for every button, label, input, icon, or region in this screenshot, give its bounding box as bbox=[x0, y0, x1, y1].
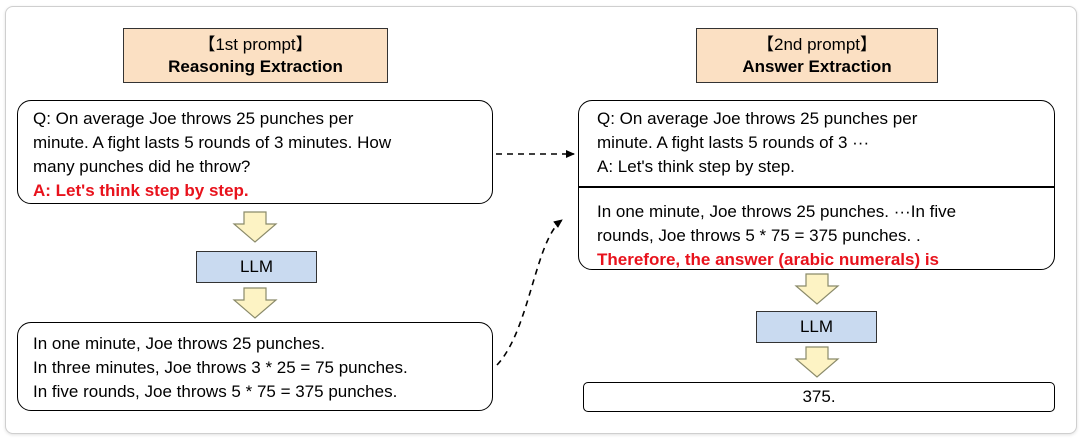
second-prompt-tag: 【2nd prompt】 bbox=[757, 35, 877, 54]
question-line: Q: On average Joe throws 25 punches per bbox=[33, 109, 354, 128]
second-prompt-header: 【2nd prompt】 Answer Extraction bbox=[696, 28, 938, 83]
output-line: In five rounds, Joe throws 5 * 75 = 375 … bbox=[33, 382, 398, 401]
section-divider bbox=[579, 186, 1054, 188]
down-arrow-icon bbox=[232, 211, 278, 243]
second-prompt-title: Answer Extraction bbox=[742, 57, 892, 76]
answer-trigger: Therefore, the answer (arabic numerals) … bbox=[597, 250, 940, 269]
first-prompt-header: 【1st prompt】 Reasoning Extraction bbox=[123, 28, 388, 83]
first-prompt-title: Reasoning Extraction bbox=[168, 57, 343, 76]
reasoning-copy-connector bbox=[496, 219, 563, 366]
reasoning-line: rounds, Joe throws 5 * 75 = 375 punches.… bbox=[597, 226, 921, 245]
reasoning-trigger: A: Let's think step by step. bbox=[33, 181, 249, 200]
down-arrow-icon bbox=[794, 273, 840, 305]
final-answer-box: 375. bbox=[583, 382, 1055, 412]
reasoning-line: In one minute, Joe throws 25 punches. ··… bbox=[597, 202, 957, 221]
llm-box-second: LLM bbox=[756, 311, 877, 343]
output-line: In one minute, Joe throws 25 punches. bbox=[33, 334, 326, 353]
first-prompt-output-box: In one minute, Joe throws 25 punches. In… bbox=[17, 322, 493, 411]
question-line: many punches did he throw? bbox=[33, 157, 251, 176]
llm-box-first: LLM bbox=[196, 251, 317, 283]
output-line: In three minutes, Joe throws 3 * 25 = 75… bbox=[33, 358, 408, 377]
down-arrow-icon bbox=[232, 287, 278, 319]
first-prompt-input-box: Q: On average Joe throws 25 punches per … bbox=[17, 100, 493, 204]
second-prompt-input-box: Q: On average Joe throws 25 punches per … bbox=[578, 100, 1055, 270]
question-line: minute. A fight lasts 5 rounds of 3 minu… bbox=[33, 133, 392, 152]
question-line: A: Let's think step by step. bbox=[597, 157, 795, 176]
question-line: Q: On average Joe throws 25 punches per bbox=[597, 109, 918, 128]
down-arrow-icon bbox=[794, 346, 840, 378]
first-prompt-tag: 【1st prompt】 bbox=[198, 35, 313, 54]
question-line: minute. A fight lasts 5 rounds of 3 ··· bbox=[597, 133, 870, 152]
